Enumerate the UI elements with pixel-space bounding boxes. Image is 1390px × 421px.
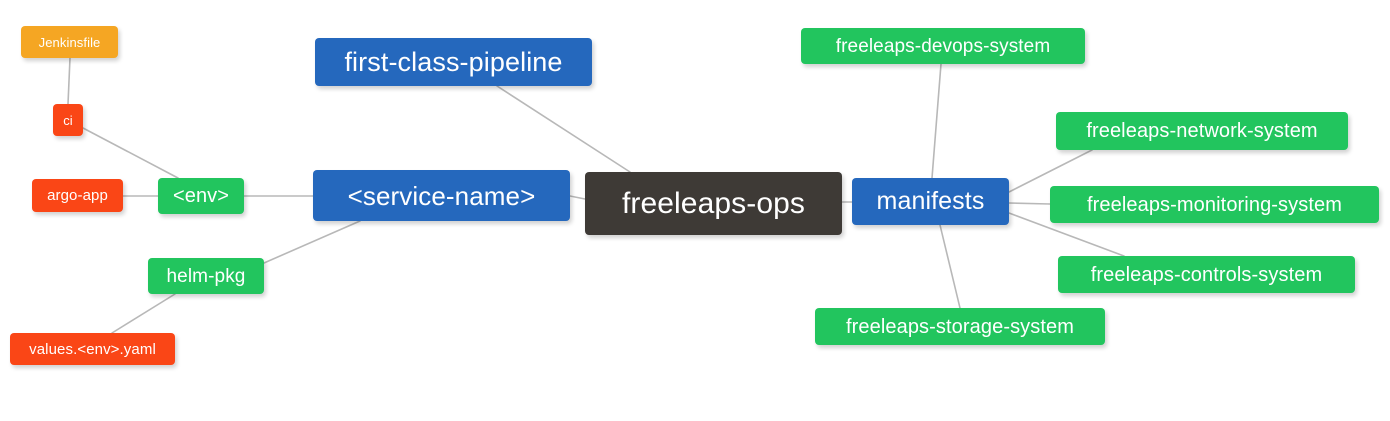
- node-first-class-pipeline[interactable]: first-class-pipeline: [315, 38, 592, 86]
- node-freeleaps-devops-system[interactable]: freeleaps-devops-system: [801, 28, 1085, 64]
- edge-first-class-pipeline-to-freeleaps-ops: [496, 85, 631, 173]
- node-freeleaps-network-system[interactable]: freeleaps-network-system: [1056, 112, 1348, 150]
- node-label-env: <env>: [172, 185, 230, 207]
- edge-ci-to-env: [82, 127, 179, 179]
- node-label-service-name: <service-name>: [347, 180, 536, 211]
- node-label-freeleaps-ops: freeleaps-ops: [621, 186, 806, 220]
- node-manifests[interactable]: manifests: [852, 178, 1009, 225]
- node-label-jenkinsfile: Jenkinsfile: [38, 34, 101, 50]
- edge-manifests-to-freeleaps-devops-system: [931, 63, 942, 179]
- node-label-manifests: manifests: [876, 187, 985, 215]
- edge-manifests-to-freeleaps-monitoring-system: [1008, 202, 1051, 205]
- node-label-helm-pkg: helm-pkg: [166, 265, 246, 287]
- edge-jenkinsfile-to-ci: [67, 57, 71, 105]
- node-helm-pkg[interactable]: helm-pkg: [148, 258, 264, 294]
- node-values-yaml[interactable]: values.<env>.yaml: [10, 333, 175, 365]
- node-label-freeleaps-storage-system: freeleaps-storage-system: [845, 315, 1075, 338]
- node-ci[interactable]: ci: [53, 104, 83, 136]
- node-label-first-class-pipeline: first-class-pipeline: [344, 46, 563, 77]
- node-argo-app[interactable]: argo-app: [32, 179, 123, 212]
- edge-manifests-to-freeleaps-storage-system: [939, 224, 961, 309]
- edge-service-name-to-freeleaps-ops: [569, 195, 586, 200]
- node-freeleaps-monitoring-system[interactable]: freeleaps-monitoring-system: [1050, 186, 1379, 223]
- node-label-freeleaps-devops-system: freeleaps-devops-system: [835, 35, 1051, 57]
- node-service-name[interactable]: <service-name>: [313, 170, 570, 221]
- node-label-freeleaps-controls-system: freeleaps-controls-system: [1090, 263, 1323, 286]
- node-freeleaps-storage-system[interactable]: freeleaps-storage-system: [815, 308, 1105, 345]
- node-env[interactable]: <env>: [158, 178, 244, 214]
- node-label-freeleaps-monitoring-system: freeleaps-monitoring-system: [1086, 193, 1342, 216]
- node-label-freeleaps-network-system: freeleaps-network-system: [1086, 120, 1318, 142]
- node-label-ci: ci: [63, 112, 73, 128]
- node-freeleaps-controls-system[interactable]: freeleaps-controls-system: [1058, 256, 1355, 293]
- node-label-argo-app: argo-app: [47, 187, 108, 204]
- edge-service-name-to-helm-pkg: [263, 220, 361, 264]
- node-jenkinsfile[interactable]: Jenkinsfile: [21, 26, 118, 58]
- node-label-values-yaml: values.<env>.yaml: [29, 340, 156, 358]
- node-freeleaps-ops[interactable]: freeleaps-ops: [585, 172, 842, 235]
- edge-helm-pkg-to-values-yaml: [111, 293, 176, 334]
